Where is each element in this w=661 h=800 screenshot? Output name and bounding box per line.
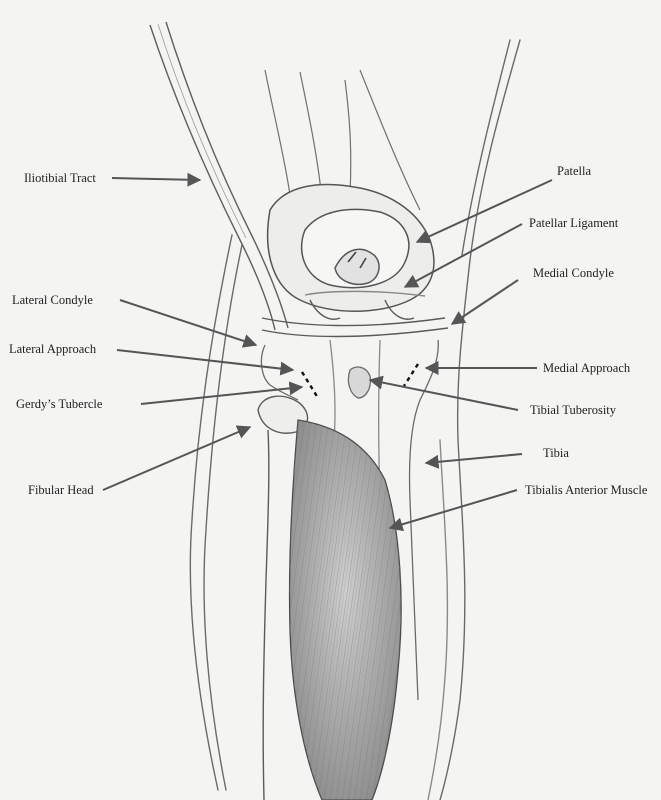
condyles-drawing	[261, 290, 449, 338]
label-lateral-approach: Lateral Approach	[9, 342, 97, 356]
arrow-fibular-head	[102, 425, 252, 491]
iliotibial-tract-drawing	[149, 21, 289, 331]
tibia-drawing	[260, 339, 439, 701]
label-lateral-condyle: Lateral Condyle	[12, 293, 93, 307]
label-gerdys-tubercle: Gerdy’s Tubercle	[16, 397, 103, 411]
arrow-medial-condyle	[450, 279, 519, 325]
arrow-lateral-condyle	[119, 299, 258, 348]
arrow-patella	[415, 179, 553, 244]
fibular-head-drawing	[257, 395, 309, 800]
label-fibular-head: Fibular Head	[28, 483, 94, 497]
label-patella: Patella	[557, 164, 592, 178]
label-medial-condyle: Medial Condyle	[533, 266, 614, 280]
tibialis-anterior-drawing	[288, 419, 402, 800]
label-iliotibial-tract: Iliotibial Tract	[24, 171, 96, 185]
arrow-tibia	[424, 453, 523, 469]
arrow-gerdys-tubercle	[140, 381, 304, 405]
leg-outline	[189, 39, 521, 800]
label-medial-approach: Medial Approach	[543, 361, 631, 375]
label-patellar-ligament: Patellar Ligament	[529, 216, 619, 230]
approach-incisions	[300, 363, 420, 399]
label-tibial-tuberosity: Tibial Tuberosity	[530, 403, 617, 417]
arrow-tibialis-anterior	[388, 489, 518, 532]
patella-drawing	[266, 183, 435, 312]
label-tibialis-anterior-muscle: Tibialis Anterior Muscle	[525, 483, 648, 497]
label-tibia: Tibia	[543, 446, 569, 460]
arrow-tibial-tuberosity	[368, 375, 519, 411]
leader-arrows	[102, 172, 553, 532]
arrow-patellar-ligament	[403, 223, 523, 288]
arrow-iliotibial-tract	[111, 172, 202, 187]
arrow-lateral-approach	[116, 349, 295, 376]
